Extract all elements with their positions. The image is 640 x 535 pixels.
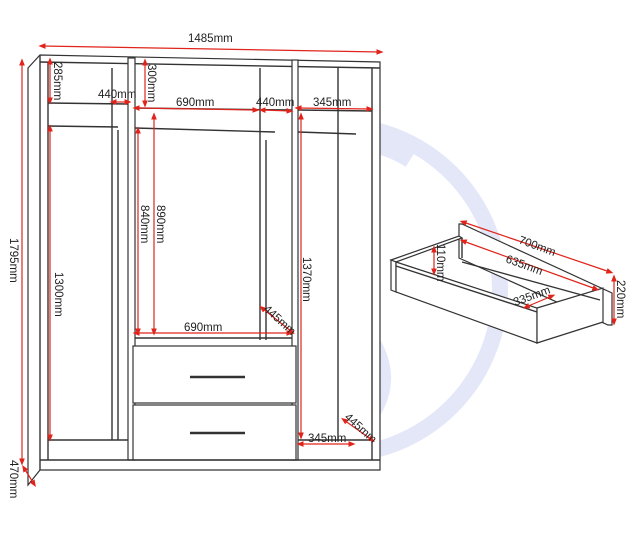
label-690-top: 690mm: [176, 97, 214, 109]
label-345-top: 345mm: [313, 97, 351, 109]
label-345-base: 345mm: [308, 433, 346, 445]
label-840: 840mm: [138, 205, 150, 243]
dimension-lines: [19, 43, 384, 488]
label-1370: 1370mm: [300, 257, 312, 302]
label-890: 890mm: [154, 205, 166, 243]
label-drawer-220: 220mm: [614, 280, 626, 318]
label-1300: 1300mm: [52, 272, 64, 317]
label-440-left: 440mm: [98, 89, 136, 101]
drawer-front-top: [132, 345, 297, 404]
drawer-diagram: 700mm 635mm 335mm 110mm 220mm: [389, 220, 626, 344]
label-overall-width: 1485mm: [188, 33, 233, 45]
label-drawer-110: 110mm: [434, 244, 446, 282]
wardrobe-body: [27, 54, 381, 487]
label-440-right: 440mm: [256, 97, 294, 109]
label-overall-height: 1795mm: [7, 238, 19, 283]
label-690-base: 690mm: [184, 322, 222, 334]
label-285: 285mm: [51, 62, 63, 100]
label-300: 300mm: [145, 64, 157, 102]
label-depth: 470mm: [7, 460, 19, 498]
